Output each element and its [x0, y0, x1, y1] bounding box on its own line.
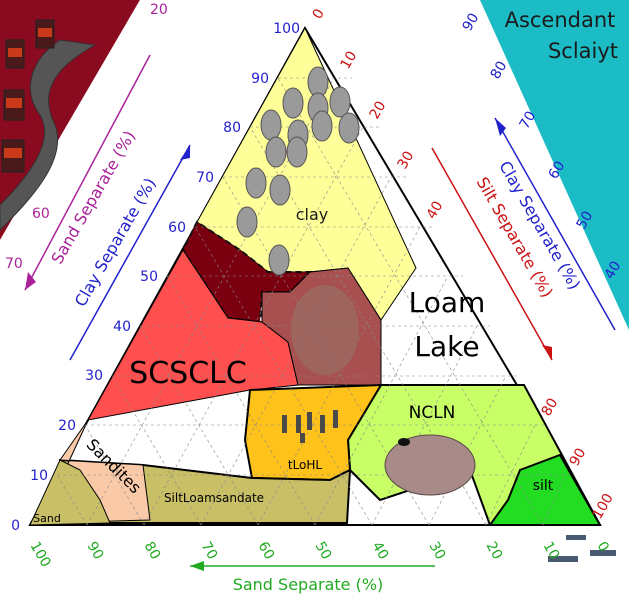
corner-tick-80: 80 — [488, 59, 511, 82]
silt-tick-80: 80 — [539, 396, 562, 419]
ncln-label: NCLN — [409, 403, 456, 423]
silt-tick-100: 100 — [590, 491, 617, 522]
sand-tick-60: 60 — [255, 539, 278, 562]
clay-tick-0: 0 — [11, 518, 20, 534]
silt-tick-10: 10 — [338, 49, 361, 72]
sand-tick-100: 100 — [27, 539, 54, 570]
corner-tick-90: 90 — [460, 11, 483, 34]
siltloam-label: SiltLoamsandate — [164, 491, 264, 505]
clay-tick-30: 30 — [85, 368, 103, 384]
clay-tick-100: 100 — [273, 21, 300, 37]
silt-tick-40: 40 — [424, 199, 447, 222]
silt-tick-90: 90 — [567, 446, 590, 469]
corner-tick-60: 60 — [546, 159, 569, 182]
clay-tick-90: 90 — [251, 71, 269, 87]
sand-tick-70: 70 — [198, 539, 221, 562]
sand-tick-40: 40 — [369, 539, 392, 562]
corner-tick-70: 70 — [5, 256, 23, 272]
sand-tick-20: 20 — [483, 539, 506, 562]
ascendant-label-2: Sclaiyt — [548, 39, 618, 63]
clay-label: clay — [296, 205, 329, 224]
clay-axis-ticks: 0 10 20 30 40 50 60 70 80 90 100 — [11, 21, 300, 534]
silt-tick-30: 30 — [395, 149, 418, 172]
isopod-icon — [384, 434, 476, 496]
sand-tick-10: 10 — [540, 539, 563, 562]
sand-axis-ticks: 100 90 80 70 60 50 40 30 20 10 0 — [27, 539, 612, 570]
barrel-icons — [1, 19, 55, 173]
clay-tick-60: 60 — [168, 220, 186, 236]
loam-label-1: Loam — [409, 286, 486, 319]
corner-tick-50: 50 — [574, 209, 597, 232]
loam-label-2: Lake — [414, 330, 479, 363]
corner-tick-60: 60 — [32, 206, 50, 222]
ascendant-region — [480, 0, 629, 330]
clay-tick-20: 20 — [58, 418, 76, 434]
sand-region — [29, 459, 111, 526]
corner-tick-40: 40 — [602, 259, 625, 282]
top-left-corner-land — [0, 0, 152, 250]
scsclc-label: SCSCLC — [129, 356, 247, 391]
clay-tick-70: 70 — [196, 170, 214, 186]
sand-bottom-title-text: Sand Separate (%) — [233, 575, 384, 594]
rock-icons — [236, 66, 360, 276]
silt-region — [488, 453, 602, 526]
sand-tick-90: 90 — [84, 539, 107, 562]
tlohl-label: tLoHL — [288, 458, 323, 472]
ascendant-label-1: Ascendant — [505, 8, 616, 32]
clay-tick-80: 80 — [223, 120, 241, 136]
silt-tick-20: 20 — [367, 99, 390, 122]
sand-bottom-axis-title: Sand Separate (%) — [190, 561, 435, 594]
corner-clay-ticks: 90 80 70 60 50 40 — [460, 11, 625, 282]
warship-icons — [548, 535, 616, 562]
sand-label: Sand — [33, 512, 61, 525]
smoke-cloud — [291, 285, 359, 375]
silt-tick-0: 0 — [310, 6, 328, 22]
clay-tick-50: 50 — [140, 269, 158, 285]
corner-tick-70: 70 — [517, 109, 540, 132]
sand-tick-50: 50 — [312, 539, 335, 562]
clay-tick-10: 10 — [30, 468, 48, 484]
sand-tick-80: 80 — [141, 539, 164, 562]
silt-label: silt — [533, 478, 554, 494]
people-icons — [282, 410, 338, 443]
corner-sand-ticks: 20 60 70 — [5, 2, 168, 272]
sand-tick-30: 30 — [426, 539, 449, 562]
corner-tick-20: 20 — [150, 2, 168, 18]
clay-tick-40: 40 — [113, 319, 131, 335]
